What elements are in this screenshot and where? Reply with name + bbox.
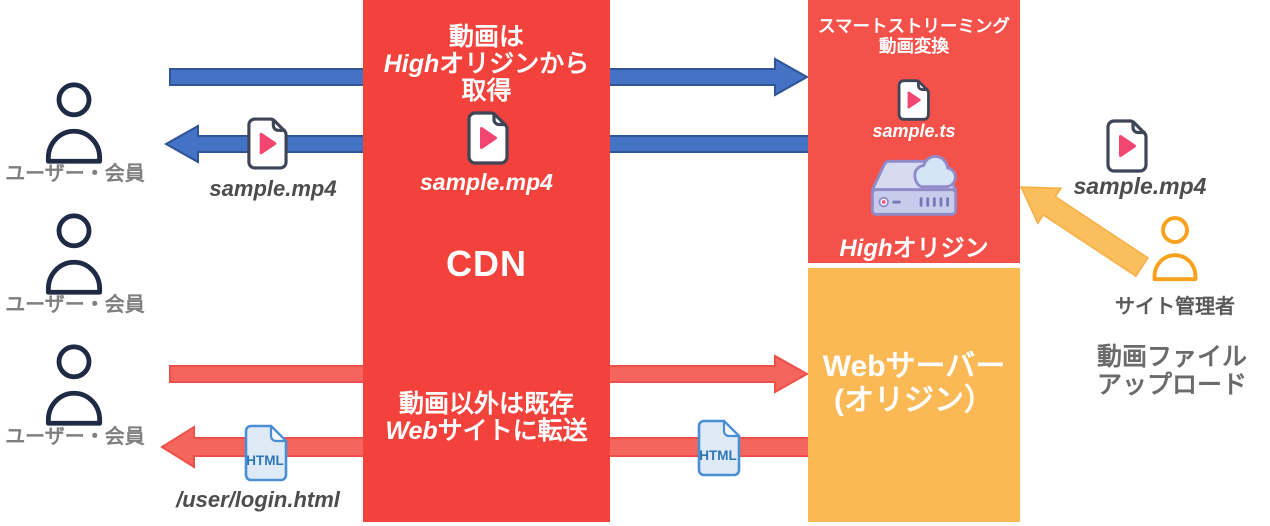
user-icon [45, 213, 103, 295]
user-label: ユーザー・会員 [5, 163, 145, 185]
video-file-icon [897, 79, 930, 121]
cdn-top-note: 動画は Highオリジンから 取得 [383, 23, 590, 105]
site-admin-icon [1152, 216, 1198, 282]
html-badge: HTML [699, 448, 737, 463]
html-file-icon: HTML [697, 419, 741, 477]
origin-server-icon [870, 155, 958, 216]
cdn-mp4-label: sample.mp4 [420, 169, 553, 195]
video-file-icon [1106, 119, 1148, 173]
user-label: ユーザー・会員 [5, 294, 145, 316]
upload-arrow [1019, 186, 1150, 278]
cdn-bottom-note: 動画以外は既存 Webサイトに転送 [385, 390, 588, 445]
mp4-file-label: sample.mp4 [209, 176, 337, 201]
login-path-label: /user/login.html [176, 487, 340, 512]
web-server-label: Webサーバー (オリジン） [822, 350, 1006, 417]
user-label: ユーザー・会員 [5, 426, 145, 448]
user-icon [45, 82, 103, 164]
video-file-icon [247, 117, 288, 170]
ts-file-label: sample.ts [872, 121, 956, 141]
upload-mp4-label: sample.mp4 [1073, 173, 1207, 199]
cdn-box [363, 0, 610, 522]
html-file-icon: HTML [244, 424, 288, 482]
user-icon [45, 344, 103, 426]
smart-streaming-title: スマートストリーミング 動画変換 [818, 16, 1010, 56]
web-server-box [808, 268, 1020, 522]
video-file-icon [467, 111, 509, 165]
cdn-title: CDN [446, 243, 527, 284]
high-origin-label: Highオリジン [839, 235, 989, 262]
upload-note: 動画ファイル アップロード [1096, 343, 1247, 399]
site-admin-label: サイト管理者 [1115, 296, 1235, 318]
html-badge: HTML [246, 453, 284, 468]
smart-streaming-box [808, 0, 1020, 263]
